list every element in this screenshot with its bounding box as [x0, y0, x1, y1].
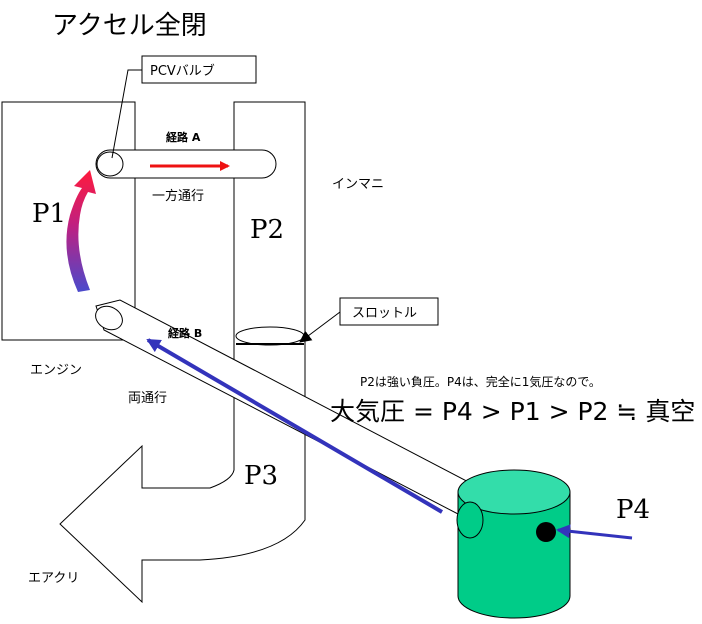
- pcv-valve-leader: [111, 69, 142, 159]
- air-cleaner-label: エアクリ: [28, 571, 79, 586]
- pressure-note: P2は強い負圧。P4は、完全に1気圧なので。: [360, 374, 601, 389]
- title: アクセル全閉: [52, 11, 207, 41]
- p3-label: P3: [244, 461, 278, 491]
- throttle-leader: [299, 311, 341, 343]
- p2-label: P2: [250, 215, 284, 245]
- p1-circulation-arrow: [66, 170, 96, 292]
- intake-manifold-label: インマニ: [332, 177, 384, 192]
- p1-label: P1: [32, 199, 66, 229]
- atmosphere-tank-top: [457, 469, 571, 515]
- path-b-engine-port: [95, 305, 123, 331]
- pcv-valve-callout: [141, 55, 257, 84]
- path-b-label: 経路 B: [168, 326, 202, 340]
- engine-label: エンジン: [30, 363, 82, 378]
- one-way-label: 一方通行: [152, 188, 204, 204]
- path-b-tank-port: [456, 501, 484, 539]
- p4-label: P4: [616, 495, 650, 525]
- two-way-label: 両通行: [128, 391, 167, 406]
- path-b-flow-arrow: [146, 338, 444, 514]
- path-a-label: 経路 A: [166, 130, 201, 144]
- throttle-body: [235, 326, 305, 346]
- pcv-valve-port: [96, 151, 124, 177]
- intake-pipe: [59, 101, 306, 604]
- pcv-valve-label: PCVバルブ: [150, 63, 215, 79]
- p4-inflow-arrow: [556, 524, 633, 540]
- throttle-callout: [339, 297, 439, 326]
- engine-block: [1, 101, 136, 341]
- throttle-label: スロットル: [352, 306, 417, 321]
- path-a-tube: [95, 149, 277, 179]
- p4-inlet-dot: [536, 522, 556, 542]
- pressure-relation: 大気圧 = P4 > P1 > P2 ≒ 真空: [330, 397, 695, 426]
